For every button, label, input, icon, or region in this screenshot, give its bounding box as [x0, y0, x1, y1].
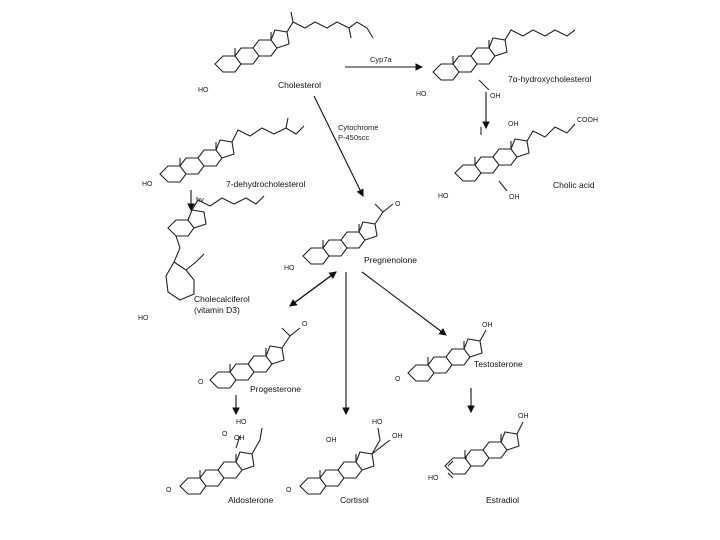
cortisol-oh-left-label: OH — [326, 437, 337, 444]
estradiol-oh-label: OH — [518, 413, 529, 420]
testosterone-ketone-o-label: O — [395, 376, 401, 383]
cholesterol-label: Cholesterol — [278, 80, 321, 90]
cholic-acid-label: Cholic acid — [553, 180, 595, 190]
hydroxycholesterol-oh-label: OH — [490, 93, 501, 100]
cytochrome-label-line1: Cytochrome — [338, 123, 378, 132]
cortisol-oh-right-label: OH — [392, 433, 403, 440]
hydroxycholesterol-structure — [432, 29, 576, 91]
cortisol-ho-label: HO — [372, 419, 383, 426]
progesterone-structure — [209, 327, 301, 389]
estradiol-ho-label: HO — [428, 475, 439, 482]
cholecalciferol-structure — [165, 195, 265, 301]
cholic-acid-oh-top-label: OH — [508, 121, 519, 128]
aldosterone-o-label: O — [222, 431, 228, 438]
cholesterol-ho-label: HO — [198, 87, 209, 94]
dehydrocholesterol-structure — [159, 117, 305, 183]
estradiol-structure — [444, 421, 524, 479]
pregnenolone-o-label: O — [395, 201, 401, 208]
aldosterone-label: Aldosterone — [228, 495, 274, 505]
arrow-pregnenolone-to-testosterone — [361, 271, 447, 336]
hv-label: hv — [196, 195, 204, 204]
cholesterol-structure — [214, 11, 374, 73]
cholic-acid-oh-bottom-label: OH — [509, 194, 520, 201]
pregnenolone-structure — [302, 203, 394, 265]
arrow-cholesterol-to-pregnenolone — [313, 95, 364, 197]
cytochrome-label-line2: P-450scc — [338, 133, 370, 142]
aldosterone-ketone-o-label: O — [166, 487, 172, 494]
cyp7a-label: Cyp7a — [370, 55, 393, 64]
dehydrocholesterol-label: 7-dehydrocholesterol — [226, 179, 305, 189]
cholic-acid-ho-label: HO — [438, 193, 449, 200]
pregnenolone-ho-label: HO — [284, 265, 295, 272]
aldosterone-oh-label: OH — [234, 435, 245, 442]
estradiol-label: Estradiol — [486, 495, 519, 505]
cholecalciferol-ho-label: HO — [138, 315, 149, 322]
progesterone-label: Progesterone — [250, 384, 301, 394]
cortisol-structure — [299, 427, 391, 495]
testosterone-structure — [407, 329, 487, 382]
hydroxycholesterol-ho-label: HO — [416, 91, 427, 98]
arrow-progesterone-to-pregnenolone — [289, 271, 337, 307]
testosterone-oh-label: OH — [482, 322, 493, 329]
pregnenolone-label: Pregnenolone — [364, 255, 417, 265]
hydroxycholesterol-label: 7α-hydroxycholesterol — [508, 74, 591, 84]
cholecalciferol-label-line1: Cholecalciferol — [194, 294, 250, 304]
dehydrocholesterol-ho-label: HO — [142, 181, 153, 188]
testosterone-label: Testosterone — [474, 359, 523, 369]
cortisol-ketone-o-label: O — [286, 487, 292, 494]
aldosterone-ho-label: HO — [236, 419, 247, 426]
cholecalciferol-label-line2: (vitamin D3) — [194, 305, 240, 315]
cholic-acid-structure — [454, 123, 576, 192]
aldosterone-structure — [179, 427, 263, 495]
cholic-acid-cooh-label: COOH — [577, 117, 598, 124]
progesterone-ketone-o-label: O — [198, 379, 204, 386]
cortisol-label: Cortisol — [340, 495, 369, 505]
progesterone-o-label: O — [302, 321, 308, 328]
